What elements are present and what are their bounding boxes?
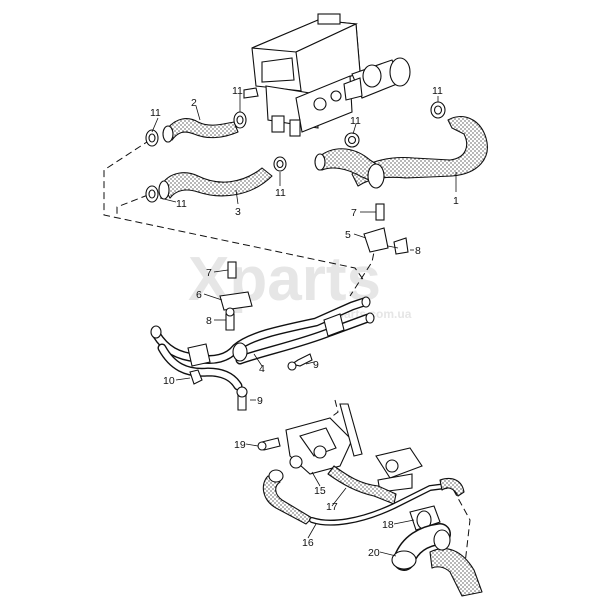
callout-1: 1 [453,195,459,207]
callout-17: 17 [326,501,338,513]
callout-11: 11 [232,85,243,97]
callout-4: 4 [259,363,265,375]
coolant-pipe-4 [150,296,375,391]
callout-labels: 11 2 11 11 11 1 11 3 11 7 5 8 7 6 8 4 10… [150,85,459,559]
callout-15: 15 [314,485,326,497]
lower-right-hoses [391,505,483,597]
callout-11: 11 [350,115,361,127]
hose-15 [262,455,313,525]
callout-11: 11 [432,85,443,97]
auxiliary-heater-unit [243,13,411,137]
callout-8: 8 [206,315,212,327]
callout-20: 20 [368,547,380,559]
callout-2: 2 [191,97,197,109]
callout-10: 10 [163,375,175,387]
fasteners [189,203,409,411]
callout-6: 6 [196,289,202,301]
callout-19: 19 [234,439,246,451]
callout-8: 8 [415,245,421,257]
callout-11: 11 [176,198,187,210]
callout-18: 18 [382,519,394,531]
callout-11: 11 [150,107,161,119]
callout-7: 7 [206,267,212,279]
callout-9: 9 [257,395,263,407]
callout-11: 11 [275,187,286,199]
callout-9: 9 [313,359,319,371]
lower-valve-assembly [257,403,423,493]
hose-1 [314,116,488,189]
callout-7: 7 [351,207,357,219]
hose-2 [162,118,239,143]
hose-3 [158,167,273,200]
callout-5: 5 [345,229,351,241]
leader-lines [151,94,457,557]
pipe-16 [309,477,465,526]
callout-3: 3 [235,206,241,218]
callout-16: 16 [302,537,314,549]
